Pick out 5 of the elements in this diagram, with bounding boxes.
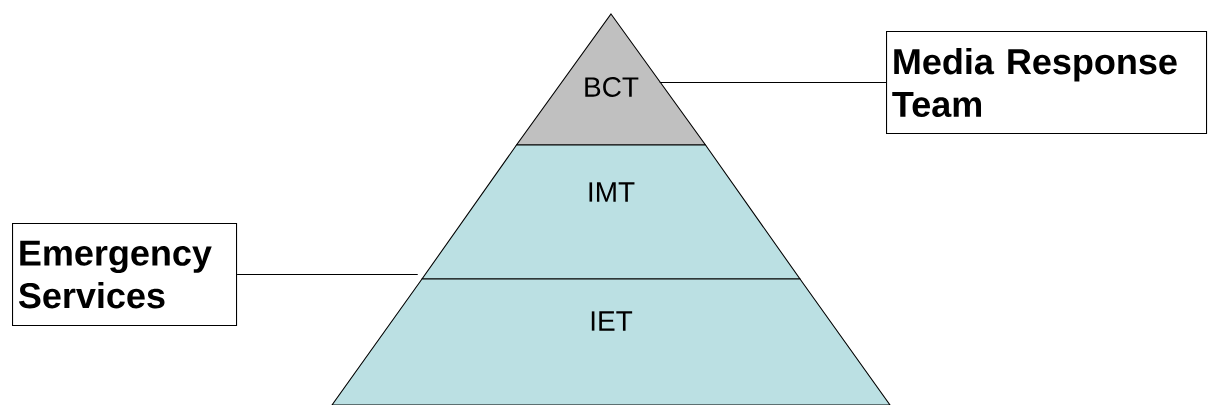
label-box: Media Response Team <box>886 31 1208 135</box>
label-box: Emergency Services <box>12 223 238 327</box>
pyramid-band: BCT <box>515 13 707 146</box>
leader-line <box>236 274 419 276</box>
leader-line <box>659 82 887 84</box>
